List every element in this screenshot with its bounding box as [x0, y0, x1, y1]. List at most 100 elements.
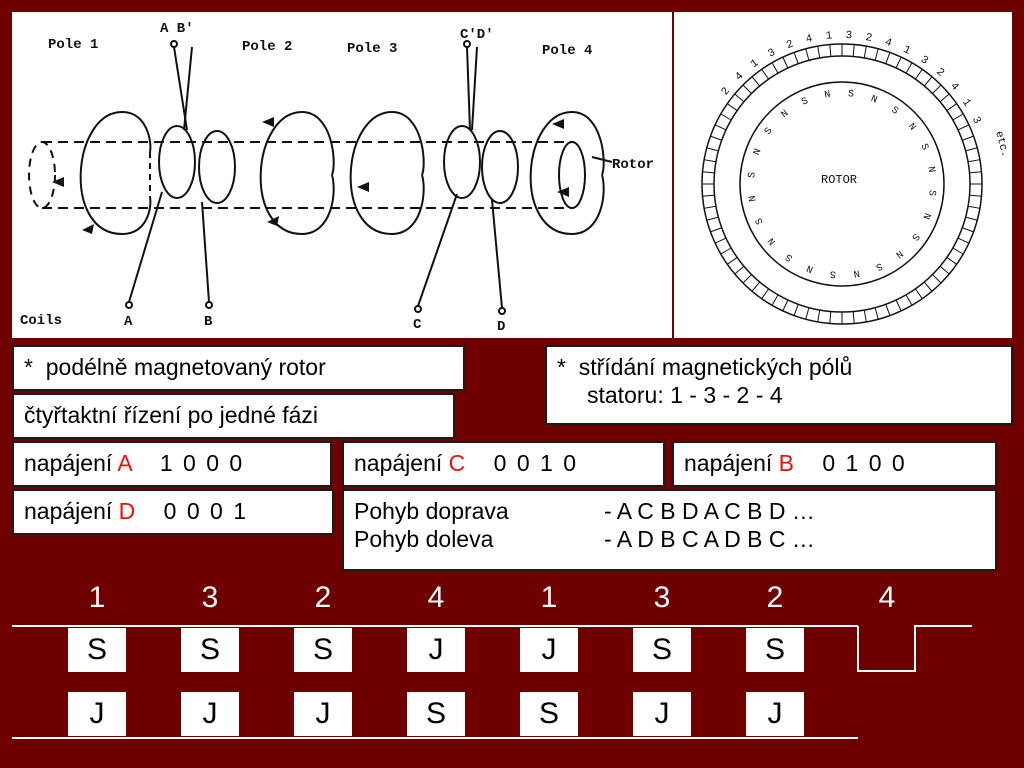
stator-order-line1: střídání magnetických pólů [578, 354, 853, 380]
scale-tick [895, 299, 902, 312]
outer-number: 2 [864, 32, 873, 45]
scale-tick [734, 265, 745, 275]
scale-tick [967, 159, 980, 163]
rotor-label: Rotor [612, 157, 654, 173]
rotor-pole-letter: N [824, 90, 832, 102]
control-mode-text: čtyřtaktní řízení po jedné fázi [24, 402, 319, 428]
rotor-pole-letter: N [780, 109, 792, 121]
step-number: 1 [540, 581, 558, 614]
scale-tick [714, 124, 727, 131]
scale-tick [706, 147, 719, 152]
rotor-pole-letter: S [847, 89, 854, 101]
rotor-pole-letter: S [925, 189, 937, 196]
bottom-pole-cell: J [746, 692, 804, 736]
scale-tick [962, 135, 974, 141]
bullet: * [24, 354, 33, 380]
pole-3-label: Pole 3 [347, 41, 397, 57]
bottom-pole-cell: J [294, 692, 352, 736]
supply-c-bits: 0 0 1 0 [493, 450, 578, 476]
rotor-pole-letter: S [747, 172, 759, 179]
top-pole-cell: S [68, 628, 126, 672]
rotor-pole-letter: S [908, 231, 920, 242]
bottom-pole-cell: S [407, 692, 465, 736]
supply-c-box: napájení C 0 0 1 0 [342, 441, 665, 487]
scale-tick [863, 309, 867, 322]
move-left-label: Pohyb doleva [354, 526, 494, 552]
supply-c-letter: C [448, 450, 466, 476]
scale-tick [817, 309, 821, 322]
scale-tick [962, 227, 974, 233]
rotor-pole-letter: S [830, 267, 837, 279]
scale-tick [771, 294, 779, 306]
move-right-seq: - A C B D A C B D … [604, 498, 815, 524]
scale-tick [863, 46, 867, 59]
top-pole-cell: S [746, 628, 804, 672]
rotor-pole-letter: N [748, 195, 760, 203]
scale-tick [905, 294, 913, 306]
step-number: 2 [314, 581, 332, 614]
scale-tick [885, 304, 891, 316]
supply-word: napájení [24, 450, 113, 476]
stator-order-box: * střídání magnetických pólů statoru: 1 … [545, 345, 1013, 425]
pole-2-label: Pole 2 [242, 39, 292, 55]
scale-tick [817, 46, 821, 59]
scale-tick [915, 69, 923, 80]
scale-tick [946, 103, 957, 111]
scale-tick [761, 288, 769, 299]
scale-tick [761, 69, 769, 80]
scale-tick [720, 113, 732, 121]
coils-label: Coils [20, 313, 62, 329]
scale-tick [704, 205, 717, 209]
scale-tick [751, 281, 761, 292]
etc-label: etc. [992, 130, 1010, 159]
rotor-pole-letter: S [763, 126, 775, 137]
bottom-pole-cell: J [633, 692, 691, 736]
outer-number: 3 [845, 30, 852, 42]
scale-tick [829, 44, 832, 57]
rotor-pole-letter: N [924, 166, 936, 174]
movement-box: Pohyb doprava - A C B D A C B D … Pohyb d… [342, 489, 997, 571]
top-pole-cell: S [181, 628, 239, 672]
scale-tick [969, 171, 982, 174]
scale-tick [939, 265, 950, 275]
supply-a-letter: A [117, 450, 132, 476]
outer-number: 4 [805, 33, 815, 46]
rotor-pole-letter: S [917, 142, 930, 152]
scale-tick [852, 44, 855, 57]
scale-tick [710, 135, 722, 141]
scale-tick [742, 274, 752, 284]
outer-number: 1 [749, 57, 762, 71]
scale-tick [957, 237, 970, 244]
rotor-pole-letter: S [784, 250, 795, 262]
scale-tick [734, 93, 745, 103]
rotor-pole-letter: N [853, 266, 861, 278]
scale-tick [727, 103, 738, 111]
pole-1-label: Pole 1 [48, 37, 98, 53]
rotor-type-text: podélně magnetovaný rotor [45, 354, 326, 380]
rotor-pole-letter: N [767, 235, 779, 247]
step-number: 3 [653, 581, 671, 614]
rotor-pole-letter: N [869, 94, 879, 106]
scale-tick [805, 307, 810, 320]
supply-a-box: napájení A 1 0 0 0 [12, 441, 332, 487]
scale-tick [874, 48, 879, 61]
bottom-pole-cell: S [520, 692, 578, 736]
waveform-lines [12, 625, 972, 739]
step-number: 2 [766, 581, 784, 614]
scale-tick [905, 62, 913, 74]
scale-tick [957, 124, 970, 131]
step-number: 4 [427, 581, 445, 614]
move-right-label: Pohyb doprava [354, 498, 509, 524]
scale-tick [895, 56, 902, 69]
rotor-pole-letter: S [800, 96, 810, 109]
rotor-pole-letter: N [919, 211, 931, 221]
scale-tick [727, 257, 738, 265]
rotor-pole-letter: S [754, 216, 767, 226]
rotor-pole-letter: N [752, 148, 764, 158]
top-pole-cell: J [407, 628, 465, 672]
scale-tick [793, 304, 799, 316]
scale-tick [720, 247, 732, 255]
step-number: 3 [201, 581, 219, 614]
